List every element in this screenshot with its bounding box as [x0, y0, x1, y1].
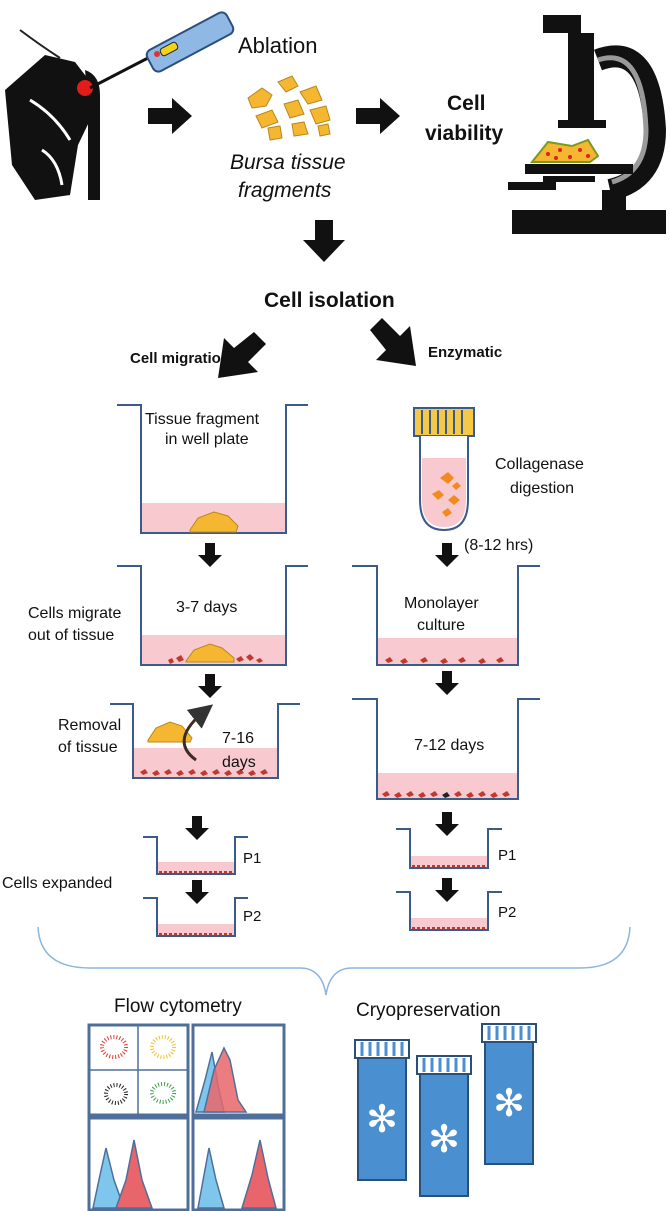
well-plate-p2-right: [396, 891, 502, 931]
microscope-icon: [508, 15, 667, 234]
hrs-label: (8-12 hrs): [464, 537, 533, 554]
collagenase-tube-icon: [413, 407, 475, 532]
days-7-16-label-1: 7-16: [222, 730, 254, 747]
arrow-to-migration: [218, 332, 266, 378]
svg-text:✻: ✻: [366, 1097, 398, 1141]
removal-label-2: of tissue: [58, 739, 118, 756]
arrow-left-1: [198, 543, 222, 567]
cell-migration-label: Cell migration: [130, 350, 230, 367]
arrow-to-viability: [356, 98, 400, 134]
tissue-fragment-label-2: in well plate: [165, 431, 249, 448]
shoulder-illustration: [5, 29, 100, 200]
well-plate-5: [352, 698, 540, 800]
well-plate-p2-left: [143, 897, 248, 937]
well-plate-4: [352, 565, 540, 666]
cryo-vial-2: ✻: [416, 1055, 472, 1197]
arrow-right-2: [435, 671, 459, 695]
cell-viability-label-1: Cell: [447, 92, 486, 115]
collagenase-label-1: Collagenase: [495, 456, 584, 473]
arrow-left-4: [185, 880, 209, 904]
days-3-7-label: 3-7 days: [176, 599, 237, 616]
days-7-12-label: 7-12 days: [414, 737, 484, 754]
svg-text:✻: ✻: [428, 1117, 460, 1161]
cell-isolation-title: Cell isolation: [264, 289, 395, 312]
well-plate-1: [117, 404, 308, 534]
p2-left-label: P2: [243, 908, 261, 925]
arrow-to-fragments: [148, 98, 192, 134]
flow-histogram-panel-3: [191, 1116, 286, 1211]
arrow-to-isolation: [303, 220, 345, 262]
cryopreservation-title: Cryopreservation: [356, 1000, 501, 1021]
tissue-fragment-label-1: Tissue fragment: [145, 411, 260, 428]
flow-cytometry-title: Flow cytometry: [114, 996, 242, 1017]
p1-right-label: P1: [498, 847, 516, 864]
p2-right-label: P2: [498, 904, 516, 921]
cryo-vial-3: ✻: [481, 1023, 537, 1165]
cells-expanded-label: Cells expanded: [2, 875, 112, 892]
monolayer-label-2: culture: [417, 617, 465, 634]
arrow-right-1: [435, 543, 459, 567]
ablation-label: Ablation: [238, 33, 318, 58]
cells-migrate-label-1: Cells migrate: [28, 605, 121, 622]
flow-dotplot-panel: [87, 1023, 190, 1117]
merge-brace: [37, 926, 631, 996]
ablation-probe-icon: [89, 11, 235, 90]
arrow-right-4: [435, 878, 459, 902]
well-plate-3: [110, 703, 300, 779]
arrow-to-enzymatic: [370, 318, 416, 366]
well-plate-2: [117, 565, 308, 666]
p1-left-label: P1: [243, 850, 261, 867]
arrow-left-2: [198, 674, 222, 698]
monolayer-label-1: Monolayer: [404, 595, 479, 612]
well-plate-p1-left: [143, 836, 248, 875]
bursa-fragments-label-1: Bursa tissue: [230, 151, 346, 174]
well-plate-p1-right: [396, 828, 502, 869]
arrow-right-3: [435, 812, 459, 836]
days-7-16-label-2: days: [222, 754, 256, 771]
svg-text:✻: ✻: [493, 1081, 525, 1125]
tissue-fragments-icon: [247, 75, 331, 141]
cell-viability-label-2: viability: [425, 122, 504, 145]
arrow-left-3: [185, 816, 209, 840]
cryo-vial-1: ✻: [354, 1039, 410, 1181]
bursa-fragments-label-2: fragments: [238, 179, 332, 202]
cells-migrate-label-2: out of tissue: [28, 627, 114, 644]
flow-histogram-panel-1: [191, 1023, 286, 1117]
flow-histogram-panel-2: [87, 1116, 190, 1211]
enzymatic-label: Enzymatic: [428, 344, 502, 361]
removal-label-1: Removal: [58, 717, 121, 734]
collagenase-label-2: digestion: [510, 480, 574, 497]
